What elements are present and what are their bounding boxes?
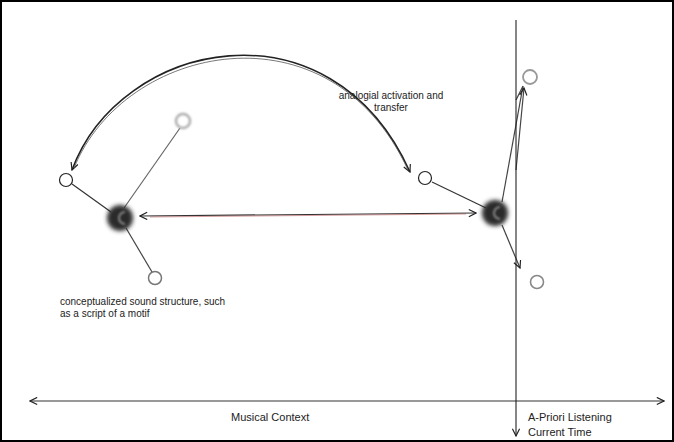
label-holder: A-Priori Listening [528,411,612,424]
axis-label: Current Time [528,426,592,439]
annotation-text: analogial activation and transfer [335,90,447,114]
analogy-arc-arrow [72,55,410,172]
structure-link [72,184,111,212]
concept-blob [107,205,133,231]
axis-label: Musical Context [231,411,309,424]
label-holder: Musical Context [231,411,309,424]
analogy-arc-sketch [74,58,408,170]
element-circle [531,276,544,289]
current-time-line [515,20,516,436]
structure-link [124,128,180,208]
structure-link [505,86,524,200]
structure-link [516,86,523,100]
timeline-arrow [30,400,664,401]
concept-blob-mark [494,207,500,219]
structure-link [126,228,152,272]
concept-blob-mark [119,212,125,224]
structure-link [432,182,486,208]
annotation-text: conceptualized sound structure, such as … [60,296,238,320]
axis-label: A-Priori Listening [528,411,612,424]
label-holder: Current Time [528,426,592,439]
structure-arrow [502,225,520,268]
label-holder: conceptualized sound structure, such as … [60,296,238,320]
structure-arrow [516,88,524,170]
element-circle [60,174,73,187]
element-circle [523,70,537,84]
transfer-arrow-shade [150,214,466,217]
element-circle [149,272,162,285]
concept-blob [482,200,508,226]
transfer-arrow [140,213,476,216]
faded-element-circle [176,114,190,128]
label-holder: analogial activation and transfer [335,90,447,114]
structure-link [502,86,523,202]
element-circle [419,172,432,185]
